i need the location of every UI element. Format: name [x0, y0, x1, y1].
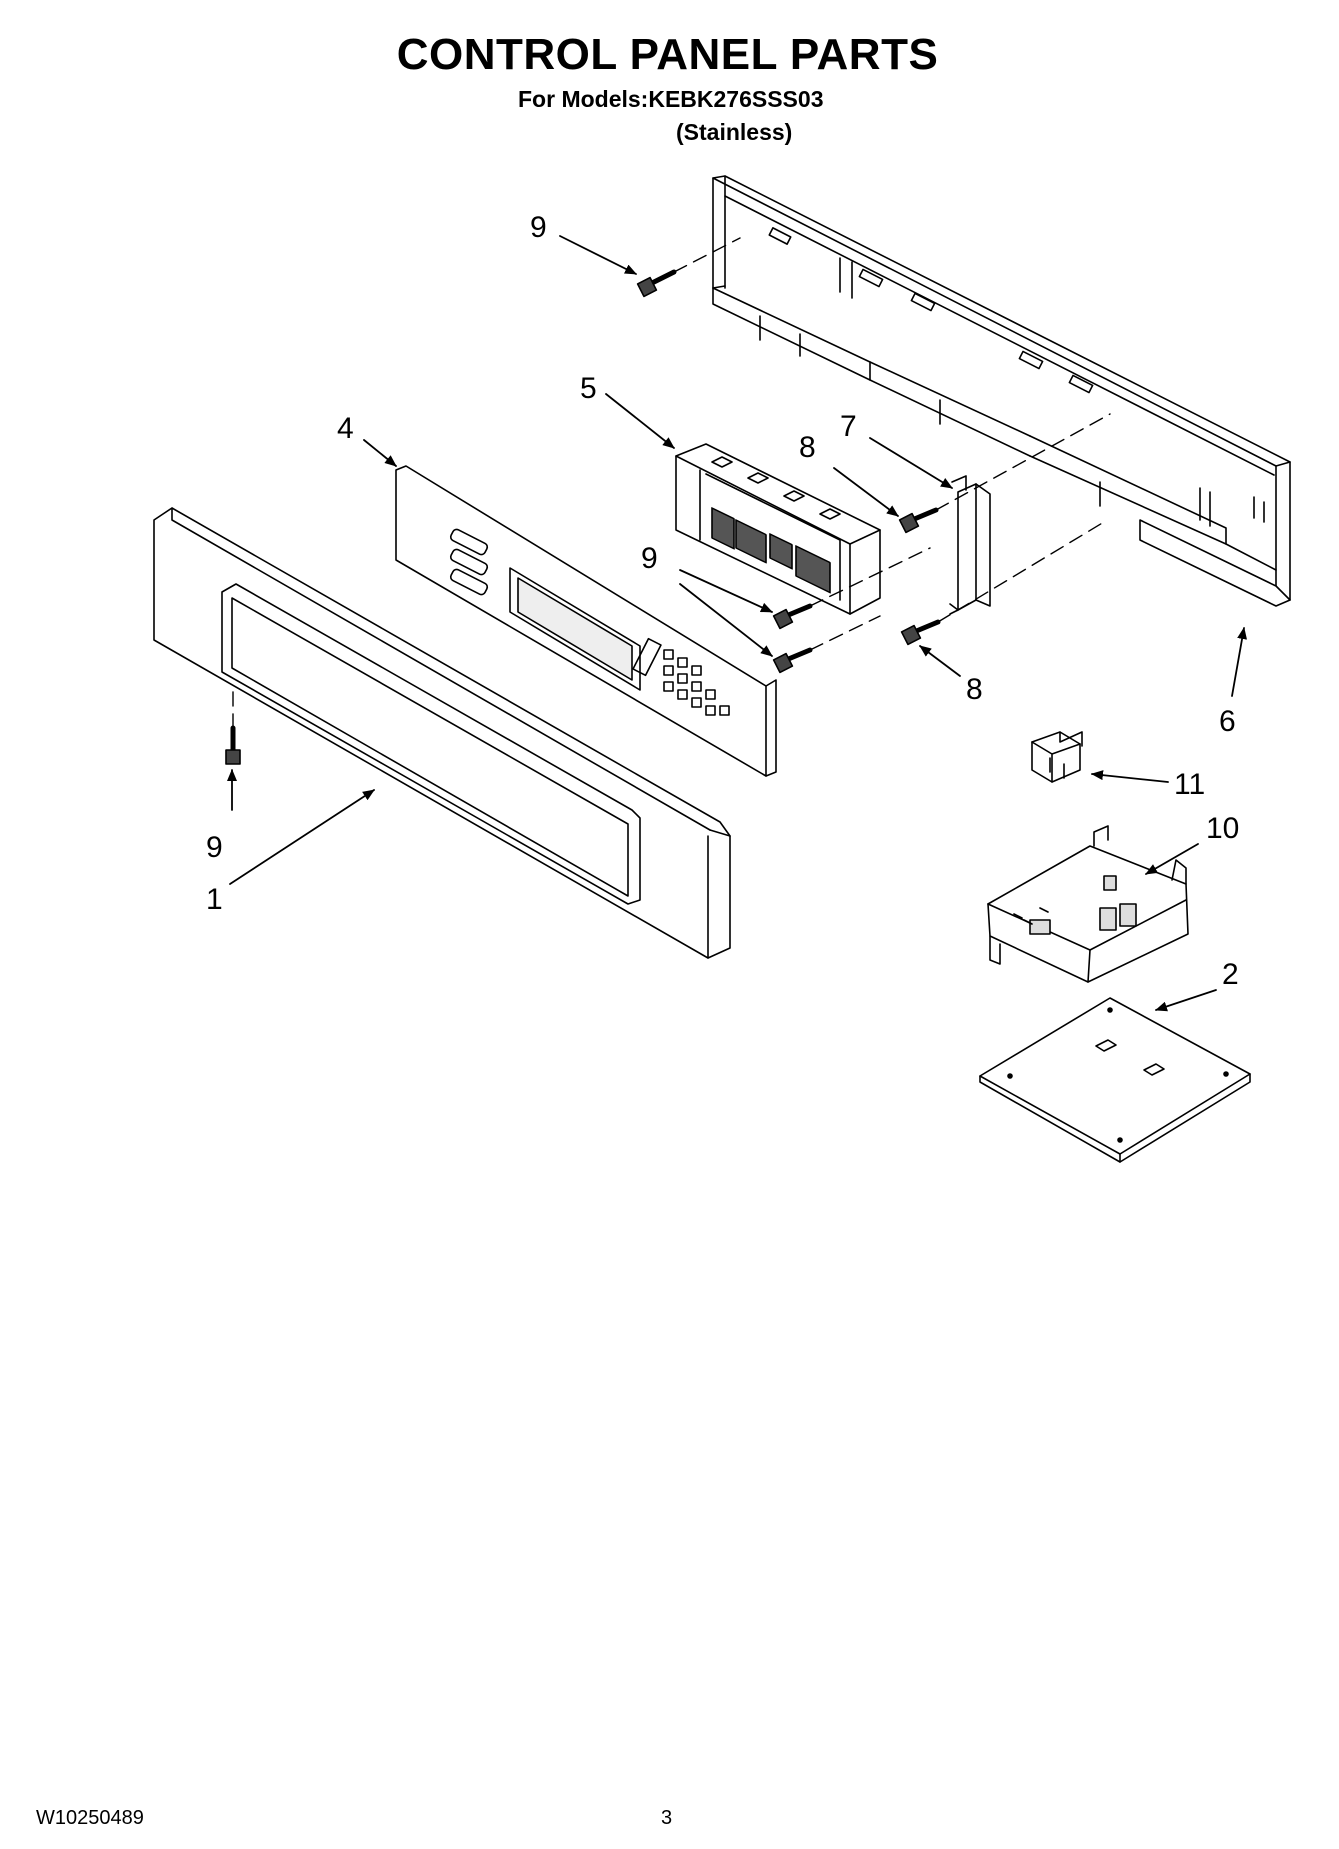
- assembly-lines: [232, 237, 1111, 729]
- model-line: For Models:KEBK276SSS03: [518, 86, 824, 112]
- callout-label: 11: [1174, 768, 1205, 801]
- overlay-keypad: [663, 649, 730, 716]
- callout-label: 4: [337, 412, 354, 445]
- callout-label: 7: [840, 410, 857, 443]
- variant-line: (Stainless): [676, 119, 793, 145]
- callout-label: 9: [641, 542, 658, 575]
- document-number: W10250489: [36, 1807, 144, 1829]
- screw-9-mid-b: [772, 647, 813, 674]
- callout-label: 2: [1222, 958, 1239, 991]
- callout-label: 9: [206, 831, 223, 864]
- overlay-left-buttons: [449, 528, 489, 596]
- callout-label: 8: [966, 673, 983, 706]
- callout-label: 10: [1206, 812, 1239, 845]
- leader-arrows: [227, 235, 1248, 1012]
- callout-label: 8: [799, 431, 816, 464]
- switch-component: [1031, 731, 1083, 783]
- page-title: CONTROL PANEL PARTS: [396, 30, 939, 79]
- screw-9-mid-a: [772, 603, 813, 630]
- control-panel-trim: [153, 507, 731, 959]
- screw-8-upper: [898, 507, 939, 534]
- board-cover: [979, 997, 1251, 1163]
- electronic-control-board: [675, 443, 881, 615]
- relay-board: [987, 825, 1189, 983]
- screw-8-lower: [900, 619, 941, 646]
- callout-labels: 9 5 4 7 8 9 8 6 11 9 10 1 2: [206, 211, 1239, 991]
- callout-label: 6: [1219, 705, 1236, 738]
- callout-label: 1: [206, 883, 223, 916]
- control-overlay: [395, 465, 777, 777]
- callout-label: 9: [530, 211, 547, 244]
- page-number: 3: [661, 1807, 673, 1829]
- screw-9-left: [225, 725, 241, 765]
- callout-label: 5: [580, 372, 597, 405]
- control-panel-bracket: [712, 175, 1291, 607]
- screw-9-top: [636, 269, 677, 298]
- mounting-bracket: [949, 475, 991, 615]
